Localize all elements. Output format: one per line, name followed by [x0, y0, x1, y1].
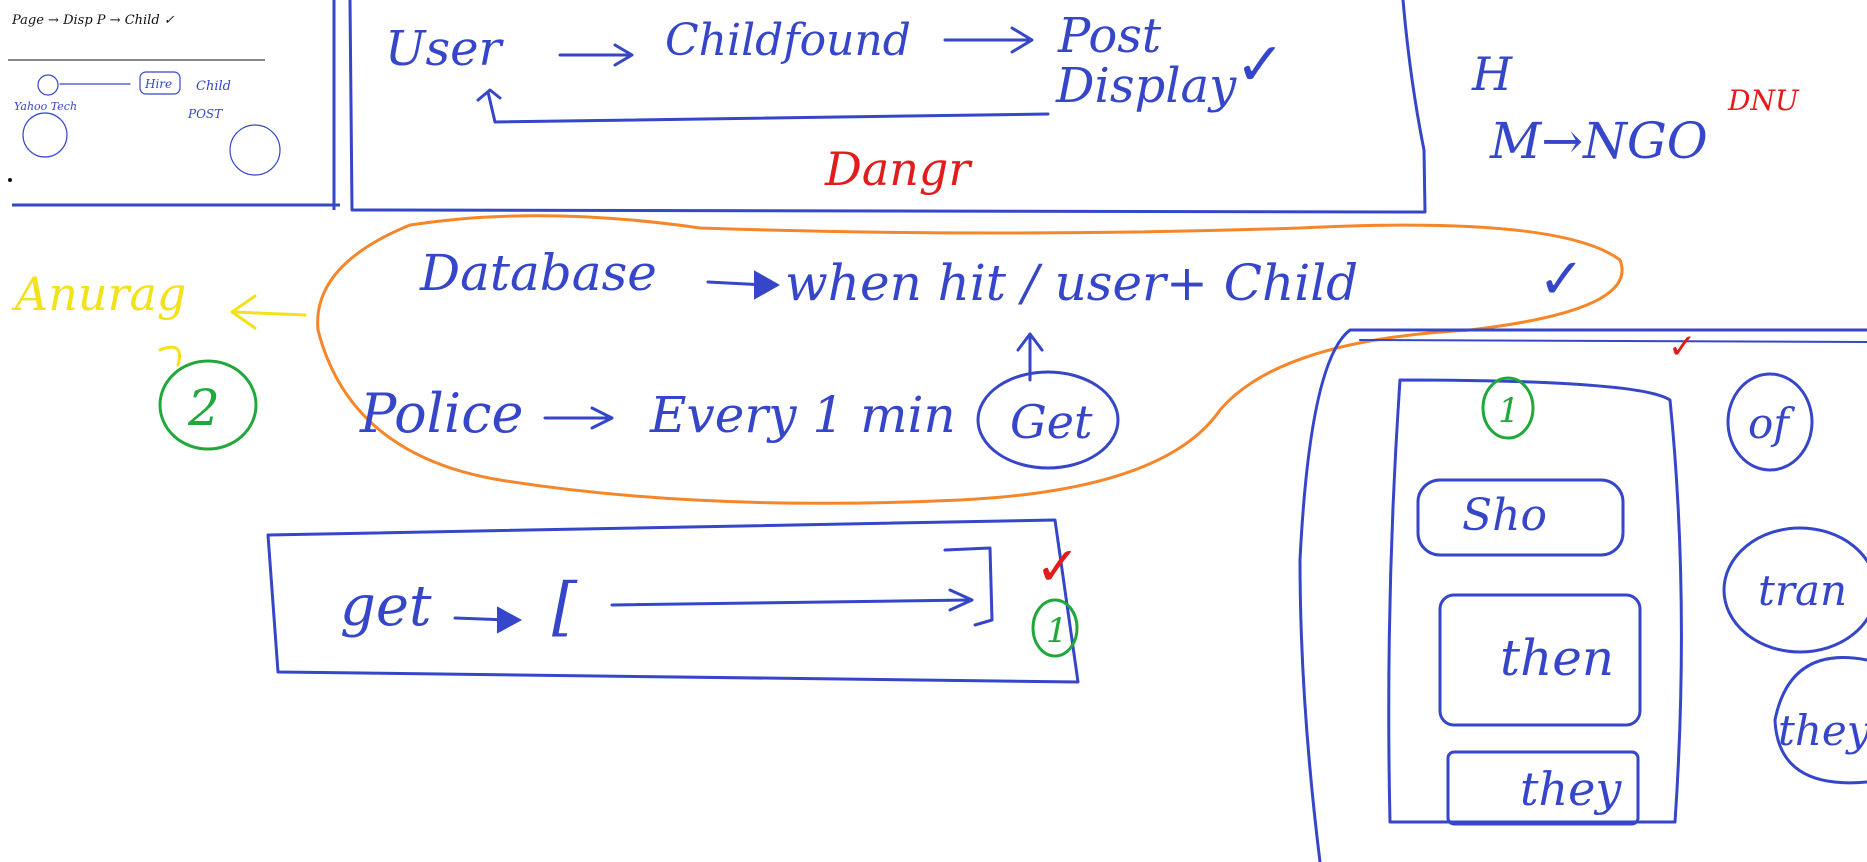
number-circle — [158, 359, 258, 451]
get-label: Get — [1010, 395, 1093, 449]
childfound-label: Childfound — [665, 15, 911, 66]
police-label: Police — [359, 382, 523, 445]
danger-label: Dangr — [824, 142, 973, 196]
mongo-label: M→NGO — [1489, 112, 1708, 170]
orange-loop — [316, 214, 1624, 505]
bracket-open: [ — [552, 570, 578, 644]
stray-dot — [8, 178, 12, 182]
side-circle — [1722, 526, 1867, 654]
when-hit-label: when hit / user+ Child — [785, 254, 1358, 312]
top-flow-box: User Childfound Post Display ✓ Dangr — [348, 0, 1427, 214]
panel-item: then — [1500, 629, 1614, 687]
get-box-number: 1 — [1046, 611, 1068, 651]
right-top-notes: H M→NGO DNU — [1471, 47, 1800, 170]
right-panel-number-circle — [1481, 376, 1535, 440]
middle-notes: Database when hit / user+ Child ✓ Police… — [359, 244, 1585, 470]
panel-item: they — [1520, 762, 1622, 816]
thumbnail-item: Child — [196, 79, 231, 94]
side-circle-label: of — [1748, 399, 1795, 448]
thumbnail-heading: Page → Disp P → Child ✓ — [11, 13, 175, 28]
panel-item-box — [1446, 750, 1640, 826]
middle-check-mark: ✓ — [1538, 247, 1585, 312]
right-panel-check: ✓ — [1668, 327, 1697, 367]
panel-item: Sho — [1462, 490, 1547, 541]
get-box: get [ 1 ✓ — [266, 518, 1080, 684]
get-circle — [976, 370, 1120, 470]
number-2: 2 — [187, 379, 220, 437]
display-label: Display — [1055, 58, 1237, 114]
thumbnail-item: POST — [187, 107, 223, 121]
post-label: Post — [1057, 8, 1162, 64]
side-circle — [1726, 372, 1814, 472]
anurag-note: Anurag 2 — [11, 267, 307, 451]
right-panel-number: 1 — [1498, 391, 1520, 431]
every-label: Every 1 min — [649, 386, 956, 444]
get-box-check: ✓ — [1035, 535, 1080, 598]
dnu-label: DNU — [1727, 84, 1800, 117]
user-label: User — [385, 21, 504, 77]
database-label: Database — [419, 244, 657, 302]
h-label: H — [1471, 47, 1513, 101]
anurag-label: Anurag — [11, 267, 186, 321]
get-box-number-circle — [1031, 598, 1079, 658]
get-box-label: get — [340, 574, 432, 639]
thumbnail-sketch: Page → Disp P → Child ✓ Yahoo Tech Hire … — [8, 0, 340, 210]
check-mark: ✓ — [1235, 30, 1285, 100]
side-circle-label: tran — [1758, 566, 1847, 615]
side-circle-label: they — [1778, 706, 1867, 755]
thumbnail-item: Yahoo Tech — [14, 100, 77, 113]
thumbnail-item: Hire — [144, 77, 172, 91]
right-panel: ✓ 1 Sho then they of tran they — [1298, 327, 1867, 862]
panel-item-box — [1416, 478, 1625, 557]
panel-item-box — [1438, 593, 1642, 727]
